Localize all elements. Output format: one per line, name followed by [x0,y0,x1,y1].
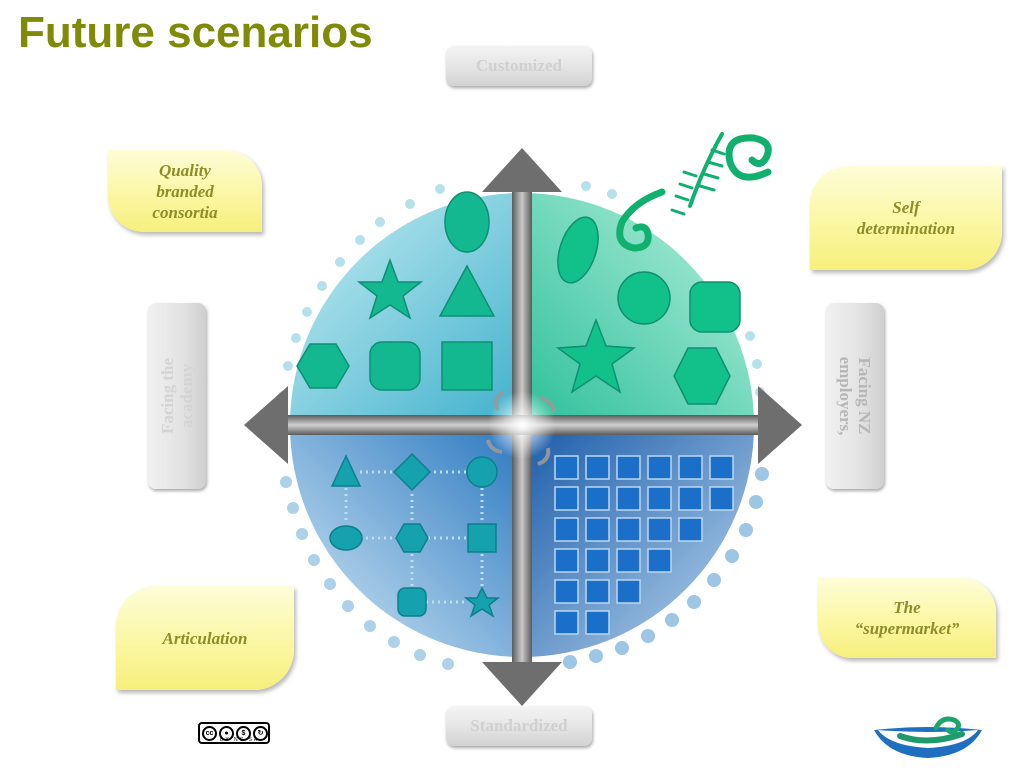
shape-diamond [392,452,432,492]
shape-hexagon [673,347,731,405]
cc-circle: cc [202,725,217,741]
shape-ellipse [557,216,599,284]
page-title: Future scenarios [18,8,373,57]
center-glow [488,391,556,459]
axis-label-facing-employers-text: Facing NZ employers, [836,356,874,436]
axis-label-standardized: Standardized [446,706,592,746]
by-circle: ● [219,725,234,741]
shape-triangle [438,264,496,317]
quadrant-bottom-left [290,425,522,657]
shape-triangle [330,454,362,487]
shape-ellipse [329,525,363,551]
axis-label-customized-text: Customized [476,56,562,75]
shape-circle [466,456,498,488]
shape-hexagon [395,523,429,553]
shape-square [441,341,493,391]
axis-label-facing-academy-text: Facing the academy [158,357,196,435]
cc-caption: BY NC SA [220,737,260,743]
creative-commons-icon[interactable]: cc ● $ ↻ BY NC SA [198,722,270,744]
vertical-axis-arrow [482,148,562,706]
shape-ellipse [444,191,490,253]
supermarket-grid [554,455,734,635]
note-articulation: Articulation [116,586,294,690]
shape-star [463,586,501,618]
axis-label-customized: Customized [446,46,592,86]
quadrant-bottom-right [522,425,754,657]
shape-star [356,257,424,320]
quadrant-top-right [522,193,754,425]
shape-hexagon [296,343,350,389]
shape-rounded-square [397,587,427,617]
horizontal-axis-arrow [244,386,802,464]
note-quality-branded-consortia: Quality branded consortia [108,150,262,232]
network-connectors [344,470,484,604]
note-the-supermarket: The “supermarket” [818,578,996,658]
shape-star [555,317,637,394]
shape-square [467,523,497,553]
wave-logo-icon [874,716,982,758]
shape-rounded-square [369,341,421,391]
sa-circle: ↻ [253,725,268,741]
cycle-arrows-icon [486,390,556,466]
quadrant-top-left [290,193,522,425]
shape-rounded-square [689,281,741,333]
koru-fern-icon [616,132,772,252]
dotted-ring [278,181,769,670]
note-self-determination: Self determination [810,166,1002,270]
axis-label-facing-employers: Facing NZ employers, [826,303,884,489]
axis-label-standardized-text: Standardized [470,716,568,735]
nc-circle: $ [236,725,251,741]
shape-circle [617,271,671,325]
axis-label-facing-academy: Facing the academy [148,303,206,489]
